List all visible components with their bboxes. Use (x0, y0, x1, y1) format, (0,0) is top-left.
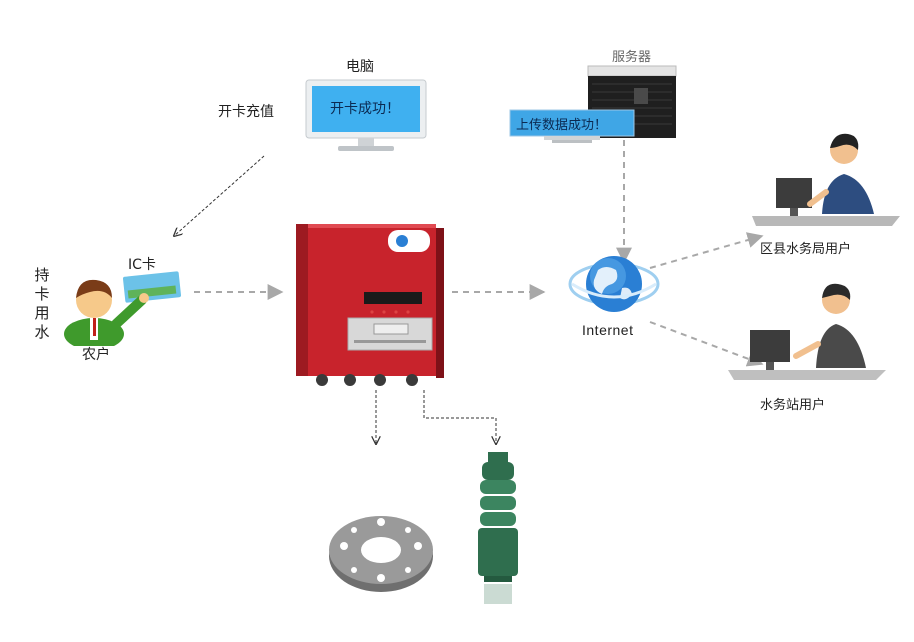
farmer-icon (64, 271, 182, 346)
flowmeter-disc (329, 516, 433, 592)
computer-screen-text: 开卡成功！ (330, 101, 400, 117)
internet-label: Internet (582, 322, 634, 338)
arrow-controller-to-pump (423, 390, 496, 444)
submersible-pump (478, 452, 518, 604)
computer-monitor (305, 79, 427, 151)
ic-card-label: IC卡 (128, 257, 156, 273)
arrow-computer-to-farmer (174, 155, 265, 236)
upload-popup-window (509, 109, 635, 143)
upload-popup-text: 上传数据成功！ (516, 118, 608, 133)
station-user-label: 水务站用户 (760, 398, 826, 413)
server-label: 服务器 (612, 50, 652, 65)
hold-card-text: 持 卡 用 水 (34, 266, 50, 341)
arrow-internet-to-county (649, 232, 764, 269)
arrow-internet-to-station (649, 321, 764, 367)
county-user-icon (752, 133, 900, 226)
county-user-label: 区县水务局用户 (760, 242, 852, 257)
water-controller (296, 224, 444, 386)
internet-globe-icon (568, 256, 660, 312)
station-user-icon (728, 283, 886, 380)
farmer-label: 农户 (82, 347, 110, 363)
recharge-label: 开卡充值 (218, 104, 274, 120)
computer-label: 电脑 (346, 59, 374, 75)
